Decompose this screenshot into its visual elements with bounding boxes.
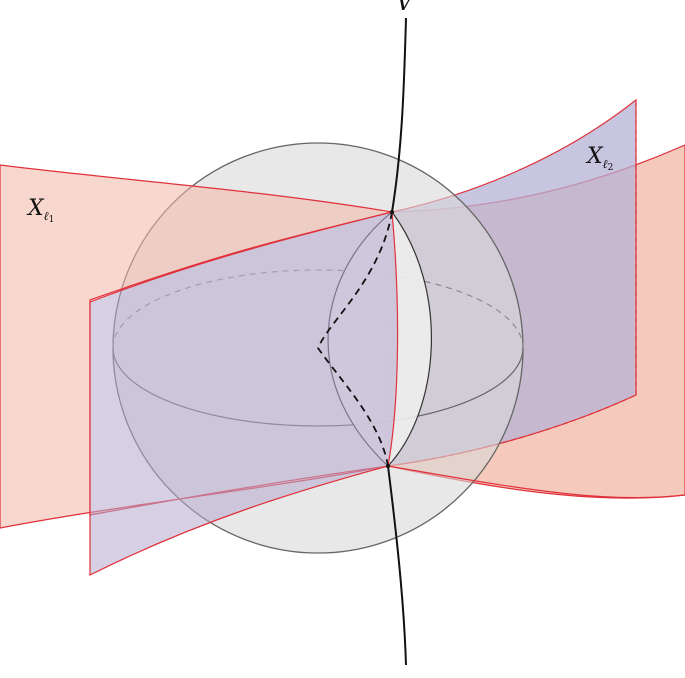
curve-v-label: V xyxy=(396,0,414,16)
surface-x-l2-sub-index: 2 xyxy=(607,163,614,173)
surface-x-l2-hidden-bottom xyxy=(387,394,637,467)
surface-x-l1-sub-letter: ℓ xyxy=(43,209,49,223)
surface-x-l1-front-edge xyxy=(387,465,685,499)
intersection-point-top xyxy=(390,210,394,214)
surface-x-l2-main: X xyxy=(587,144,603,169)
surface-x-l2-left xyxy=(89,211,399,576)
surface-x-l1-main: X xyxy=(28,196,44,221)
curve-v-hidden xyxy=(316,211,393,467)
surface-x-l2-label: Xℓ2 xyxy=(587,144,613,173)
surface-x-l2-sub: ℓ2 xyxy=(602,157,614,173)
surface-x-l1-sub: ℓ1 xyxy=(43,209,55,225)
surface-x-l1-label: Xℓ1 xyxy=(28,196,54,225)
curve-v-bottom xyxy=(387,465,407,666)
surface-x-l1-sub-index: 1 xyxy=(48,215,55,225)
intersection-point-bottom xyxy=(386,464,390,468)
surface-x-l2-sub-letter: ℓ xyxy=(602,157,608,171)
curve-v-top xyxy=(391,17,407,213)
